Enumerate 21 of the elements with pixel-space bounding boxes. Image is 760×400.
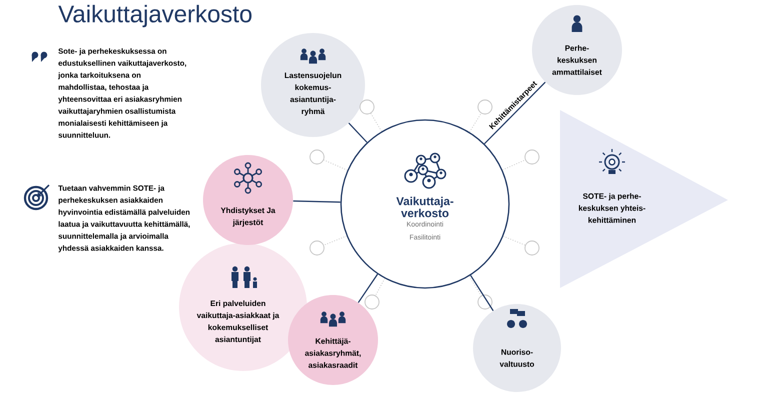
connector-line [470,275,494,312]
dotted-line [468,276,482,296]
small-circle [478,294,492,310]
small-circle [310,240,324,256]
dotted-line [324,236,348,246]
small-circle [310,150,324,164]
small-circle [524,150,540,164]
dotted-line [370,113,382,132]
connector-line [358,274,378,303]
small-circle [524,240,540,256]
dotted-line [502,160,526,170]
connector-line [348,122,368,143]
dotted-line [502,236,526,246]
small-circle [360,100,374,114]
connector-line [484,82,546,144]
dotted-line [323,160,348,171]
connector-line [293,200,340,203]
title: Vaikuttajaverkosto [58,4,252,28]
dotted-line [469,112,482,132]
dotted-line [375,278,386,296]
small-circle [364,294,380,310]
